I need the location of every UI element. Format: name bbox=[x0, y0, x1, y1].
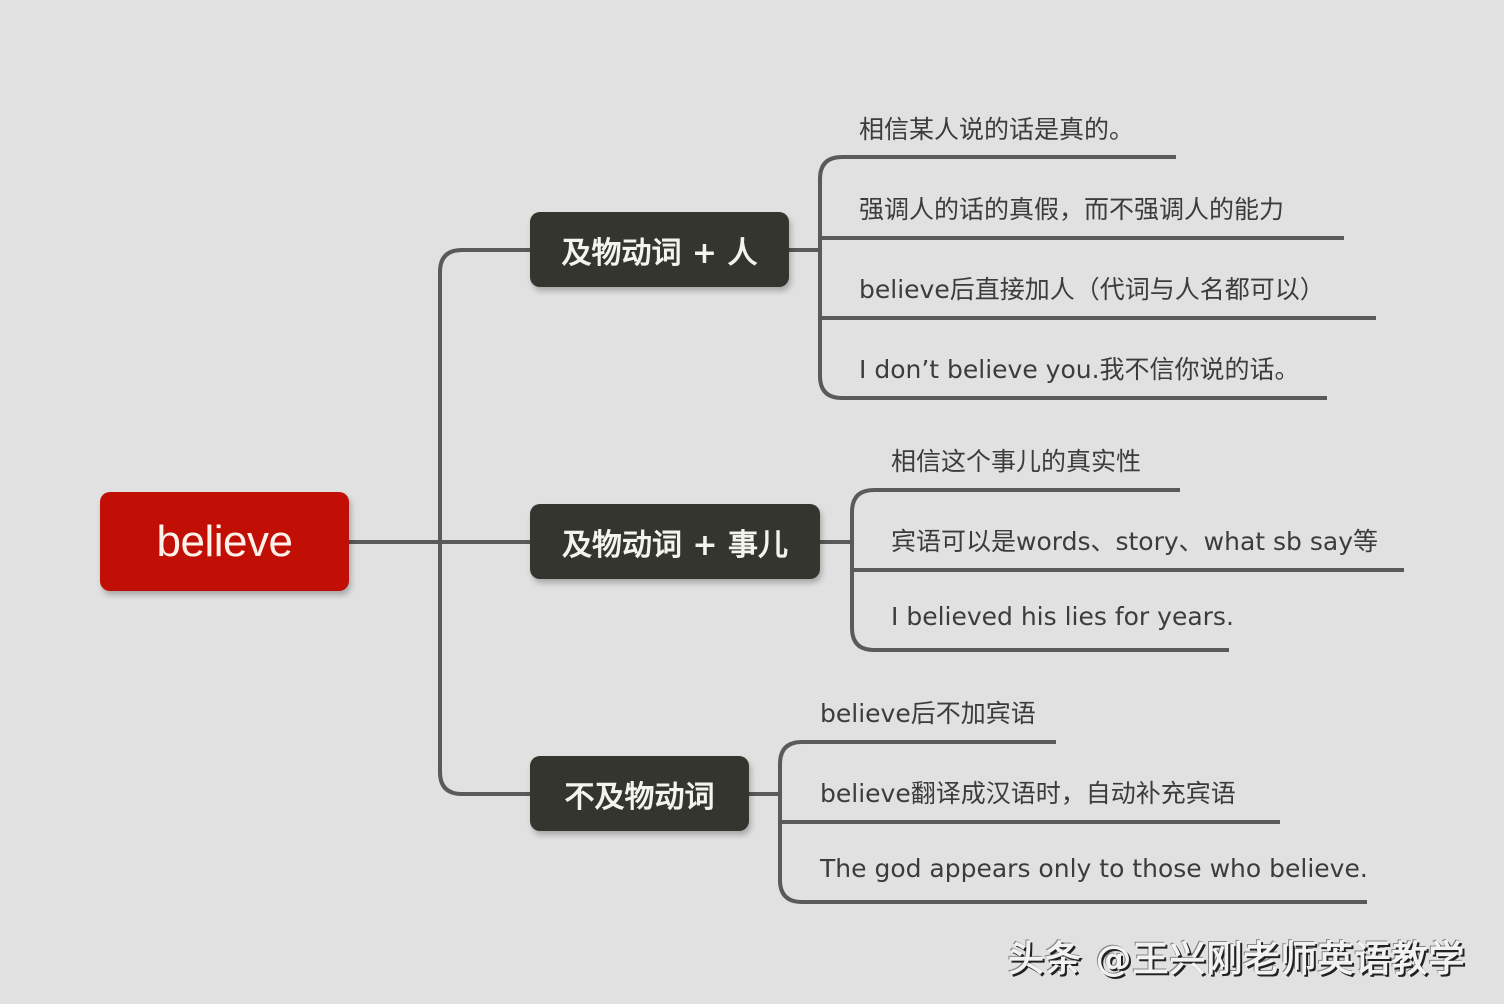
leaf-node[interactable]: I believed his lies for years. bbox=[891, 602, 1234, 631]
watermark: 头条 @王兴刚老师英语教学 bbox=[1008, 939, 1466, 980]
leaf-node[interactable]: I don’t believe you.我不信你说的话。 bbox=[859, 355, 1300, 384]
leaf-node[interactable]: The god appears only to those who believ… bbox=[820, 854, 1368, 883]
leaf-node[interactable]: believe翻译成汉语时，自动补充宾语 bbox=[820, 779, 1236, 808]
leaf-node[interactable]: 相信某人说的话是真的。 bbox=[859, 115, 1135, 144]
leaf-node[interactable]: 强调人的话的真假，而不强调人的能力 bbox=[859, 195, 1285, 224]
branch-intransitive[interactable]: 不及物动词 bbox=[530, 756, 749, 831]
leaf-node[interactable]: 相信这个事儿的真实性 bbox=[891, 447, 1142, 476]
root-node[interactable]: believe bbox=[100, 492, 349, 591]
leaf-node[interactable]: 宾语可以是words、story、what sb say等 bbox=[891, 527, 1379, 556]
leaf-node[interactable]: believe后直接加人（代词与人名都可以） bbox=[859, 275, 1325, 304]
branch-label: 及物动词 + 人 bbox=[561, 235, 758, 271]
branch-label: 不及物动词 bbox=[564, 779, 715, 815]
branch-transitive-person[interactable]: 及物动词 + 人 bbox=[530, 212, 789, 287]
branch-label: 及物动词 + 事儿 bbox=[561, 527, 789, 563]
root-label: believe bbox=[156, 516, 293, 566]
branch-transitive-thing[interactable]: 及物动词 + 事儿 bbox=[530, 504, 820, 579]
leaf-node[interactable]: believe后不加宾语 bbox=[820, 699, 1036, 728]
